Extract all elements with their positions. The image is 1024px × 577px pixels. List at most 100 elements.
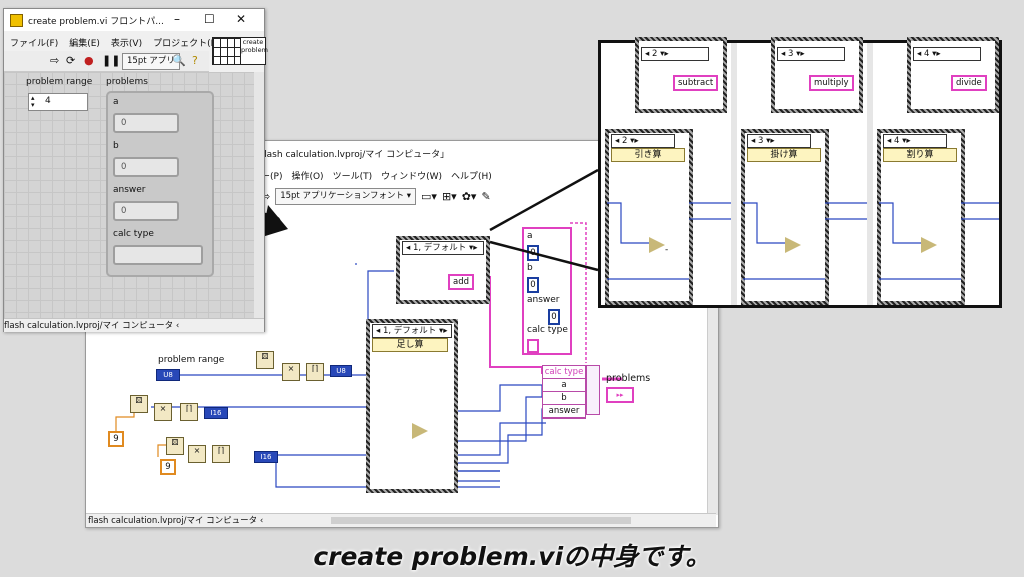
multiply-string-constant[interactable]: multiply <box>809 75 854 91</box>
horizontal-scroll-thumb[interactable] <box>331 517 631 524</box>
problem-range-terminal[interactable]: U8 <box>156 369 180 381</box>
bundle-by-name-node[interactable]: calc type a b answer <box>542 365 586 419</box>
round-node[interactable]: ⌈⌉ <box>306 363 324 381</box>
front-panel-status: flash calculation.lvproj/マイ コンピュータ ‹ <box>4 318 264 332</box>
increment-decrement-icon[interactable]: ▴▾ <box>31 94 35 109</box>
field-calc-type-value <box>113 245 203 265</box>
run-continuous-icon[interactable]: ⟳ <box>66 54 76 67</box>
i16-conversion[interactable]: I16 <box>204 407 228 419</box>
divide-string-constant[interactable]: divide <box>951 75 987 91</box>
problem-range-value[interactable]: 4 <box>45 96 51 106</box>
multiply-case-selector-2[interactable]: ◂ 3 ▾▸ <box>747 134 811 148</box>
block-diagram-toolbar: ⇨ 15pt アプリケーションフォント ▾ ▭▾ ⊞▾ ✿▾ ✎ <box>261 187 491 205</box>
problem-range-label: problem range <box>26 77 93 87</box>
bundle-output-node[interactable] <box>586 365 600 415</box>
menu-item[interactable]: ー(P) <box>261 172 283 182</box>
multiply-bottom-case[interactable]: ◂ 3 ▾▸ 掛け算 <box>741 129 829 305</box>
pause-icon[interactable]: ❚❚ <box>102 54 121 67</box>
divide-top-case[interactable]: ◂ 4 ▾▸ divide <box>907 37 999 113</box>
divide-node[interactable] <box>921 237 937 253</box>
subtract-bottom-case[interactable]: ◂ 2 ▾▸ 引き算 - <box>605 129 693 305</box>
top-case-selector[interactable]: ◂ 1, デフォルト ▾▸ <box>402 241 484 255</box>
constant-nine[interactable]: 9 <box>108 431 124 447</box>
constant-nine-2[interactable]: 9 <box>160 459 176 475</box>
multiply-top-case[interactable]: ◂ 3 ▾▸ multiply <box>771 37 863 113</box>
block-diagram-menubar: ー(P) 操作(O) ツール(T) ウィンドウ(W) ヘルプ(H) <box>261 169 492 182</box>
multiply-node-2[interactable]: × <box>154 403 172 421</box>
bundle-field-calc-type[interactable]: calc type <box>543 367 585 379</box>
help-icon[interactable]: ? <box>192 54 198 67</box>
subtract-case-selector-2[interactable]: ◂ 2 ▾▸ <box>611 134 675 148</box>
front-panel-vertical-scrollbar[interactable] <box>254 72 264 319</box>
round-node-2[interactable]: ⌈⌉ <box>180 403 198 421</box>
connector-pane[interactable] <box>212 37 242 65</box>
cluster-b-value[interactable]: 0 <box>527 277 539 293</box>
bundle-field-b[interactable]: b <box>543 392 585 405</box>
subtract-node[interactable]: - <box>649 237 668 255</box>
menu-item-window[interactable]: ウィンドウ(W) <box>381 172 443 182</box>
problem-range-control[interactable]: ▴▾ 4 <box>28 93 88 111</box>
maximize-icon[interactable]: ☐ <box>204 12 215 26</box>
field-answer-value: 0 <box>113 201 179 221</box>
random-number-icon-3[interactable]: ⚄ <box>166 437 184 455</box>
problems-cluster: a 0 b 0 answer 0 calc type <box>106 91 214 277</box>
problems-indicator[interactable]: ▸▸ <box>606 387 634 403</box>
front-panel-window: create problem.vi フロントパ... – ☐ ✕ ファイル(F)… <box>3 8 268 332</box>
top-case-structure[interactable]: ◂ 1, デフォルト ▾▸ add <box>396 236 490 304</box>
cleanup-icon[interactable]: ✎ <box>481 189 491 203</box>
u8-conversion[interactable]: U8 <box>330 365 352 377</box>
menu-item-help[interactable]: ヘルプ(H) <box>451 172 492 182</box>
multiply-case-selector[interactable]: ◂ 3 ▾▸ <box>777 47 845 61</box>
menu-item-tools[interactable]: ツール(T) <box>332 172 373 182</box>
run-arrow-icon[interactable]: ⇨ <box>50 54 60 67</box>
round-node-3[interactable]: ⌈⌉ <box>212 445 230 463</box>
distribute-icon[interactable]: ⊞▾ <box>441 189 457 203</box>
divide-bottom-case[interactable]: ◂ 4 ▾▸ 割り算 <box>877 129 965 305</box>
subtract-top-case[interactable]: ◂ 2 ▾▸ subtract <box>635 37 727 113</box>
minimize-icon[interactable]: – <box>174 12 180 26</box>
search-icon[interactable]: 🔍 <box>172 54 186 67</box>
subtract-string-constant[interactable]: subtract <box>673 75 719 91</box>
field-calc-type-label: calc type <box>113 229 154 239</box>
block-diagram-status: flash calculation.lvproj/マイ コンピュータ ‹ <box>88 516 264 526</box>
bundle-field-a[interactable]: a <box>543 379 585 392</box>
cluster-calc-type-value[interactable] <box>527 339 539 353</box>
bundle-field-answer[interactable]: answer <box>543 405 585 418</box>
bottom-case-selector[interactable]: ◂ 1, デフォルト ▾▸ <box>372 324 452 338</box>
run-arrow-icon[interactable]: ⇨ <box>261 189 271 203</box>
bottom-case-label: 足し算 <box>372 338 448 352</box>
random-number-icon[interactable]: ⚄ <box>256 351 274 369</box>
menu-item-project[interactable]: プロジェクト(P) <box>153 39 220 49</box>
case-panel-multiply: ◂ 3 ▾▸ multiply ◂ 3 ▾▸ 掛け算 <box>737 37 867 305</box>
cluster-answer-value[interactable]: 0 <box>548 309 560 325</box>
menu-item-view[interactable]: 表示(V) <box>110 39 143 49</box>
menu-item-operate[interactable]: 操作(O) <box>291 172 324 182</box>
add-node[interactable] <box>412 423 428 439</box>
subtract-case-selector[interactable]: ◂ 2 ▾▸ <box>641 47 709 61</box>
close-icon[interactable]: ✕ <box>236 12 247 26</box>
random-number-icon-2[interactable]: ⚄ <box>130 395 148 413</box>
cluster-constant[interactable]: a 0 b 0 answer 0 calc type <box>522 227 572 355</box>
divide-case-selector-2[interactable]: ◂ 4 ▾▸ <box>883 134 947 148</box>
field-b-value: 0 <box>113 157 179 177</box>
add-string-constant[interactable]: add <box>448 274 474 290</box>
cluster-answer-label: answer <box>527 295 560 305</box>
inset-divider-2 <box>867 43 873 305</box>
multiply-node-3[interactable]: × <box>188 445 206 463</box>
bottom-case-structure[interactable]: ◂ 1, デフォルト ▾▸ 足し算 <box>366 319 458 493</box>
reorder-icon[interactable]: ✿▾ <box>461 189 477 203</box>
divide-case-selector[interactable]: ◂ 4 ▾▸ <box>913 47 981 61</box>
multiply-node[interactable]: × <box>282 363 300 381</box>
menu-item-file[interactable]: ファイル(F) <box>10 39 59 49</box>
cluster-b-label: b <box>527 263 533 273</box>
menu-item-edit[interactable]: 編集(E) <box>69 39 100 49</box>
abort-icon[interactable]: ● <box>84 54 94 67</box>
font-select[interactable]: 15pt アプリ <box>122 53 180 70</box>
multiply-node[interactable] <box>785 237 801 253</box>
vertical-scrollbar[interactable] <box>707 141 718 515</box>
vi-icon[interactable]: create problem <box>240 37 268 65</box>
font-select[interactable]: 15pt アプリケーションフォント ▾ <box>275 187 417 205</box>
i16-conversion-2[interactable]: I16 <box>254 451 278 463</box>
inset-divider <box>731 43 737 305</box>
align-icon[interactable]: ▭▾ <box>421 189 437 203</box>
